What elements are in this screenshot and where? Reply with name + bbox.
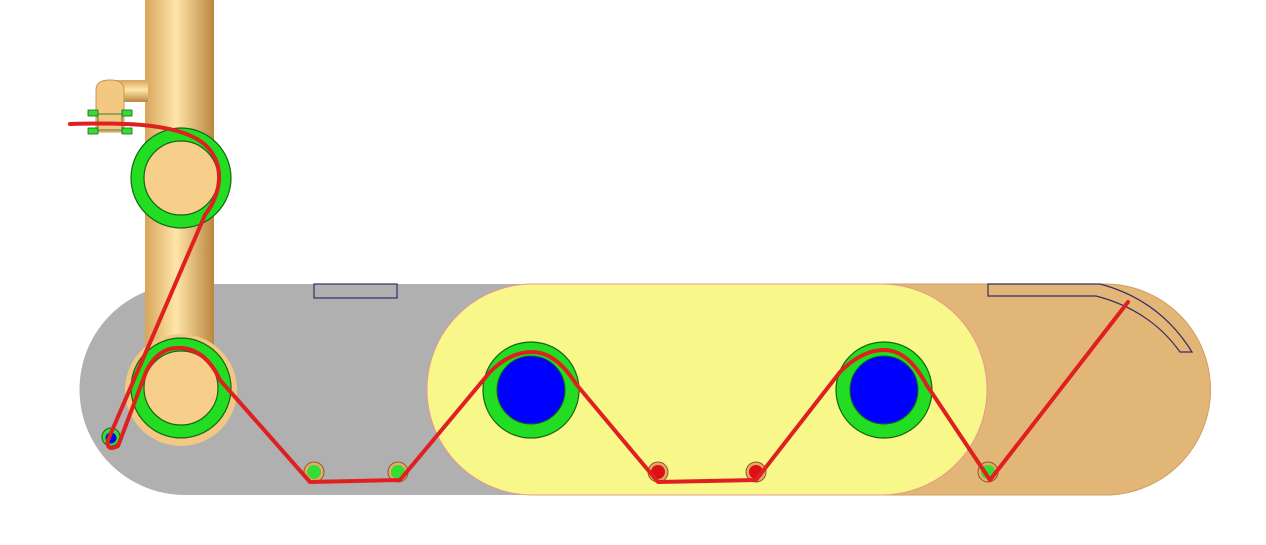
heated-roller-left	[482, 341, 580, 439]
heat-zone	[426, 283, 988, 496]
housing-slot	[313, 283, 398, 299]
idler-green-1	[303, 461, 325, 483]
exit-guide-plate	[987, 283, 1194, 353]
idler-red-2	[745, 461, 767, 483]
upper-roller	[130, 127, 232, 229]
lower-roller	[130, 337, 232, 439]
heated-roller-right	[835, 341, 933, 439]
web-path	[68, 121, 1130, 484]
